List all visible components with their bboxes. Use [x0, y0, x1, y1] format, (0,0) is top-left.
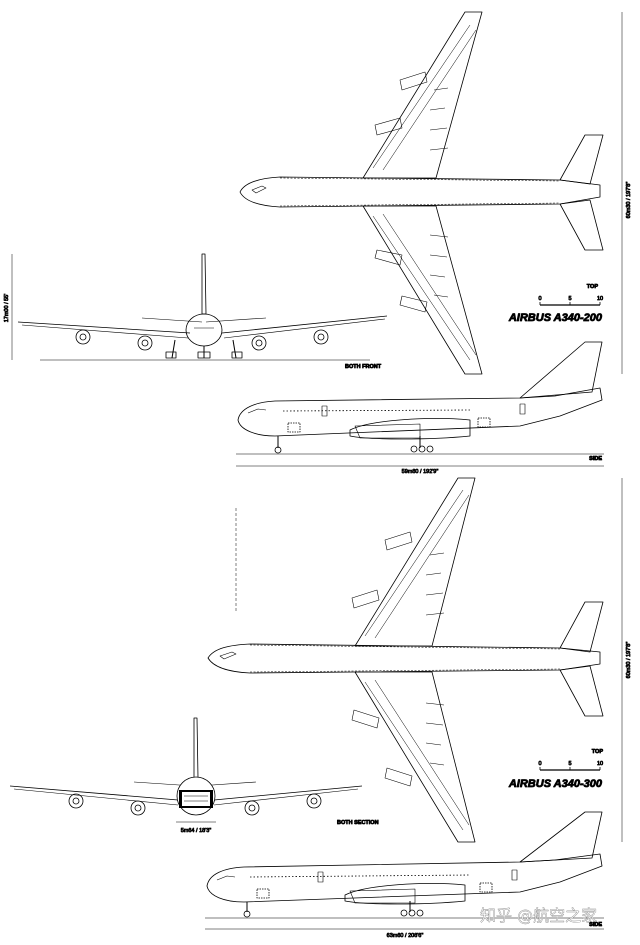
a340-200-front-label: BOTH FRONT: [345, 364, 382, 370]
a340-300-scale-tick-0: 0: [538, 761, 541, 767]
a340-300-side-view: [205, 811, 604, 930]
a340-300-scale-tick-5: 5: [568, 761, 571, 767]
a340-200-scale-tick-5: 5: [568, 296, 571, 302]
a340-200-span-dimension: 60m30 / 197'8": [626, 182, 632, 219]
a340-200-length-dimension: 59m80 / 192'9": [402, 469, 439, 475]
a340-300-scale-tick-10: 10: [597, 761, 603, 767]
a340-300-section-label: BOTH SECTION: [337, 820, 379, 826]
a340-200-front-view: [11, 253, 388, 361]
a340-200-scale-tick-0: 0: [538, 296, 541, 302]
watermark: 知乎 @航空之家: [480, 906, 597, 925]
a340-200-top-view: [239, 11, 623, 375]
a340-200-height-dimension: 17m00 / 55': [4, 294, 10, 323]
a340-200-side-label: SIDE: [589, 456, 602, 462]
a340-200-scale-tick-10: 10: [597, 296, 603, 302]
a340-300-fuselage-width-dimension: 5m64 / 18'3": [181, 828, 212, 834]
a340-200-title: AIRBUS A340-200: [508, 312, 603, 324]
a340-300-section-view: [9, 717, 363, 823]
a340-200-side-view: [236, 341, 604, 467]
a340-300-length-dimension: 63m60 / 208'6": [387, 933, 424, 939]
a340-300-scale-bar: [539, 767, 601, 771]
a340-300-top-view: [207, 477, 623, 843]
a340-200-scale-bar: [539, 302, 601, 306]
a340-300-side-label: SIDE: [589, 922, 602, 928]
a340-300-top-label: TOP: [592, 749, 604, 755]
a340-200-top-label: TOP: [587, 284, 599, 290]
a340-300-span-dimension: 60m30 / 197'8": [626, 642, 632, 679]
a340-300-title: AIRBUS A340-300: [508, 778, 603, 790]
